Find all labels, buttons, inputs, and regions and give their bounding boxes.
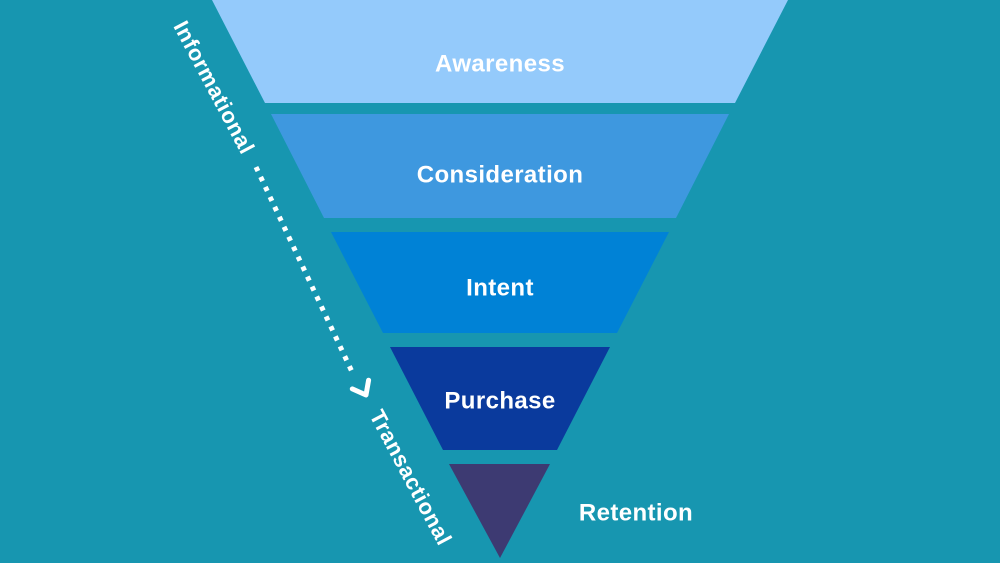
journey-arrow-head-icon — [349, 377, 372, 398]
funnel-stage-label-purchase: Purchase — [444, 388, 555, 415]
funnel-stage-label-consideration: Consideration — [417, 162, 584, 189]
funnel-stage-awareness — [212, 0, 788, 103]
funnel-stage-intent — [331, 232, 669, 333]
funnel-stage-label-intent: Intent — [466, 275, 534, 302]
funnel-stage-label-awareness: Awareness — [435, 51, 565, 78]
funnel-stage-label-retention: Retention — [579, 500, 693, 527]
funnel-stage-retention — [449, 464, 550, 558]
funnel-stage-consideration — [271, 114, 729, 218]
funnel-stage-purchase — [390, 347, 610, 450]
